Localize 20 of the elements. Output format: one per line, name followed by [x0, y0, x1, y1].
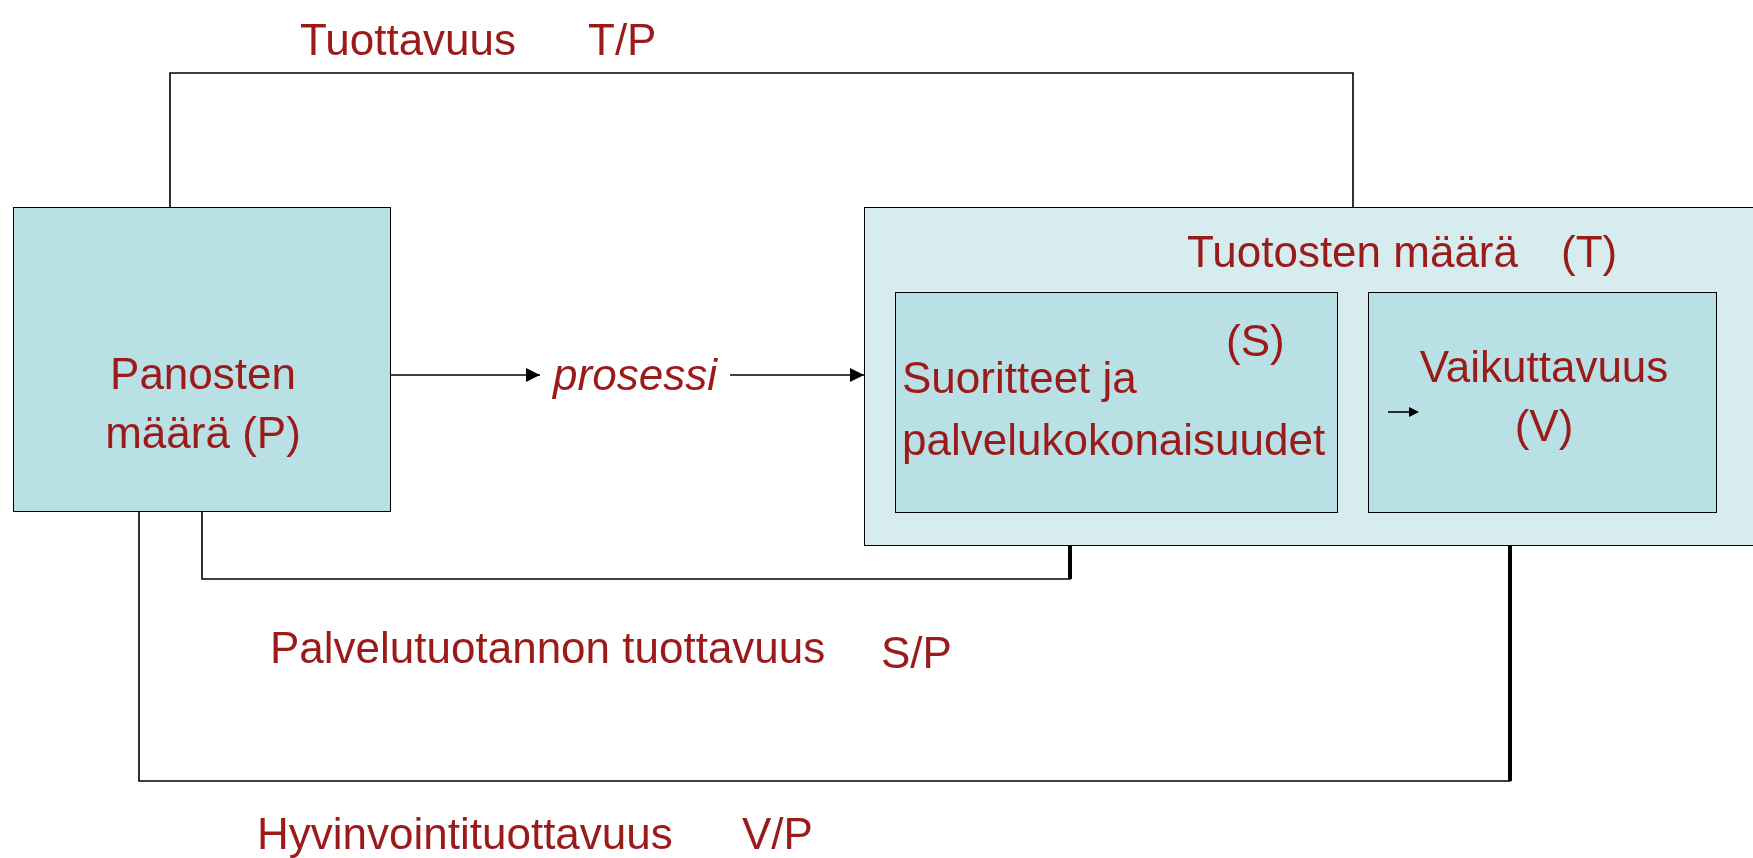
process-box: [864, 207, 1753, 546]
ratio-label: S/P: [881, 627, 952, 679]
connector-line: [138, 511, 1511, 782]
ratio-label: Hyvinvointituottavuus: [257, 808, 673, 858]
process-box: [13, 207, 391, 512]
ratio-label: Palvelutuotannon tuottavuus: [270, 622, 826, 674]
ratio-label: T/P: [588, 14, 657, 66]
connector-line: [169, 72, 1354, 208]
process-label: prosessi: [540, 348, 730, 402]
ratio-label: V/P: [742, 808, 813, 858]
box-label: Tuotosten määrä: [1187, 226, 1518, 278]
symbol-label: (T): [1561, 226, 1618, 278]
box-label: Vaikuttavuus (V): [1418, 341, 1670, 453]
arrow: [390, 368, 541, 382]
ratio-label: Tuottavuus: [300, 14, 517, 66]
arrow: [729, 368, 865, 382]
box-label: Panosten määrä (P): [104, 348, 302, 460]
connector-line: [201, 511, 1071, 580]
process-box: [1368, 292, 1717, 513]
process-box: [895, 292, 1338, 513]
